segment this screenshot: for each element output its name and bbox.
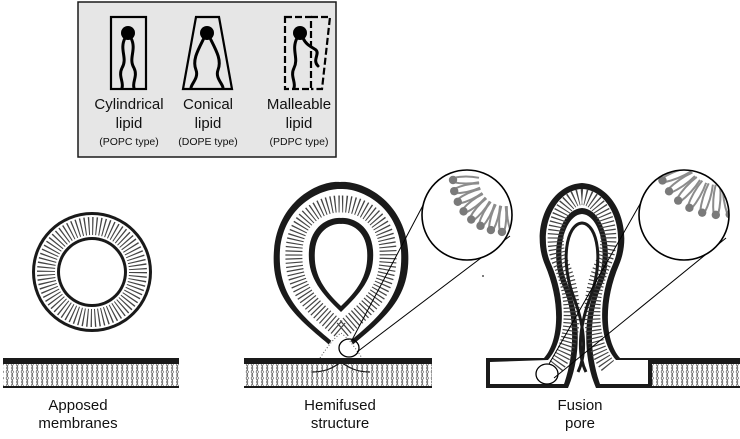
lipid-head <box>448 175 458 185</box>
stage-line1: Hemifused <box>304 397 376 414</box>
lipid-head <box>497 227 507 237</box>
hemifused-structure-illustration <box>244 181 432 388</box>
malleable-lipid-icon <box>283 15 332 91</box>
lipid-head <box>685 203 694 213</box>
legend-name-line2: lipid <box>194 114 222 132</box>
zoom-line <box>351 191 431 341</box>
lipid-head <box>725 210 729 219</box>
legend-name-line2: lipid <box>115 114 143 132</box>
apposed-membranes-illustration <box>3 212 179 388</box>
legend-label-malleable: Malleable lipid (PDPC type) <box>258 96 340 148</box>
legend-type: (PDPC type) <box>269 135 329 148</box>
lipid-head <box>476 221 485 231</box>
stage-line1: Apposed <box>48 397 108 414</box>
fusion-pore-zoom-inset <box>638 162 730 261</box>
legend-name-line1: Malleable <box>266 96 332 113</box>
fusion-pore-illustration <box>486 183 740 388</box>
lipid-tail <box>658 162 688 167</box>
hemifusion-zoom-inset <box>421 169 513 261</box>
lipid-head <box>467 215 476 224</box>
zoom-line <box>548 189 649 365</box>
lipid-head <box>673 196 683 205</box>
legend-label-conical: Conical lipid (DOPE type) <box>168 96 248 148</box>
lipid-head <box>664 187 674 196</box>
conical-lipid-icon <box>181 15 234 91</box>
legend-type: (POPC type) <box>99 135 159 148</box>
stage-label-fusion-pore: Fusion pore <box>540 397 620 432</box>
stage-label-hemifused: Hemifused structure <box>290 397 390 432</box>
lipid-head <box>459 207 468 216</box>
stage-line2: structure <box>310 414 370 432</box>
stage-line1: Fusion <box>557 397 603 414</box>
stray-dot <box>482 275 484 277</box>
stage-line2: pore <box>564 414 596 432</box>
legend-name-line1: Cylindrical <box>94 96 164 113</box>
stage-label-apposed: Apposed membranes <box>28 397 128 432</box>
legend-name-line1: Conical <box>182 96 234 113</box>
legend-name-line2: lipid <box>285 114 313 132</box>
zoom-line <box>553 237 727 379</box>
lipid-head <box>453 197 462 206</box>
legend-type: (DOPE type) <box>178 135 238 148</box>
lipid-head <box>486 225 496 235</box>
cylindrical-lipid-icon <box>109 15 148 91</box>
lipid-head <box>654 170 663 173</box>
lipid-head <box>450 186 459 196</box>
lipid-head <box>697 208 707 217</box>
legend-label-cylindrical: Cylindrical lipid (POPC type) <box>84 96 174 148</box>
lipid-head <box>658 176 667 185</box>
stage-line2: membranes <box>38 414 118 432</box>
lipid-head <box>711 210 721 220</box>
